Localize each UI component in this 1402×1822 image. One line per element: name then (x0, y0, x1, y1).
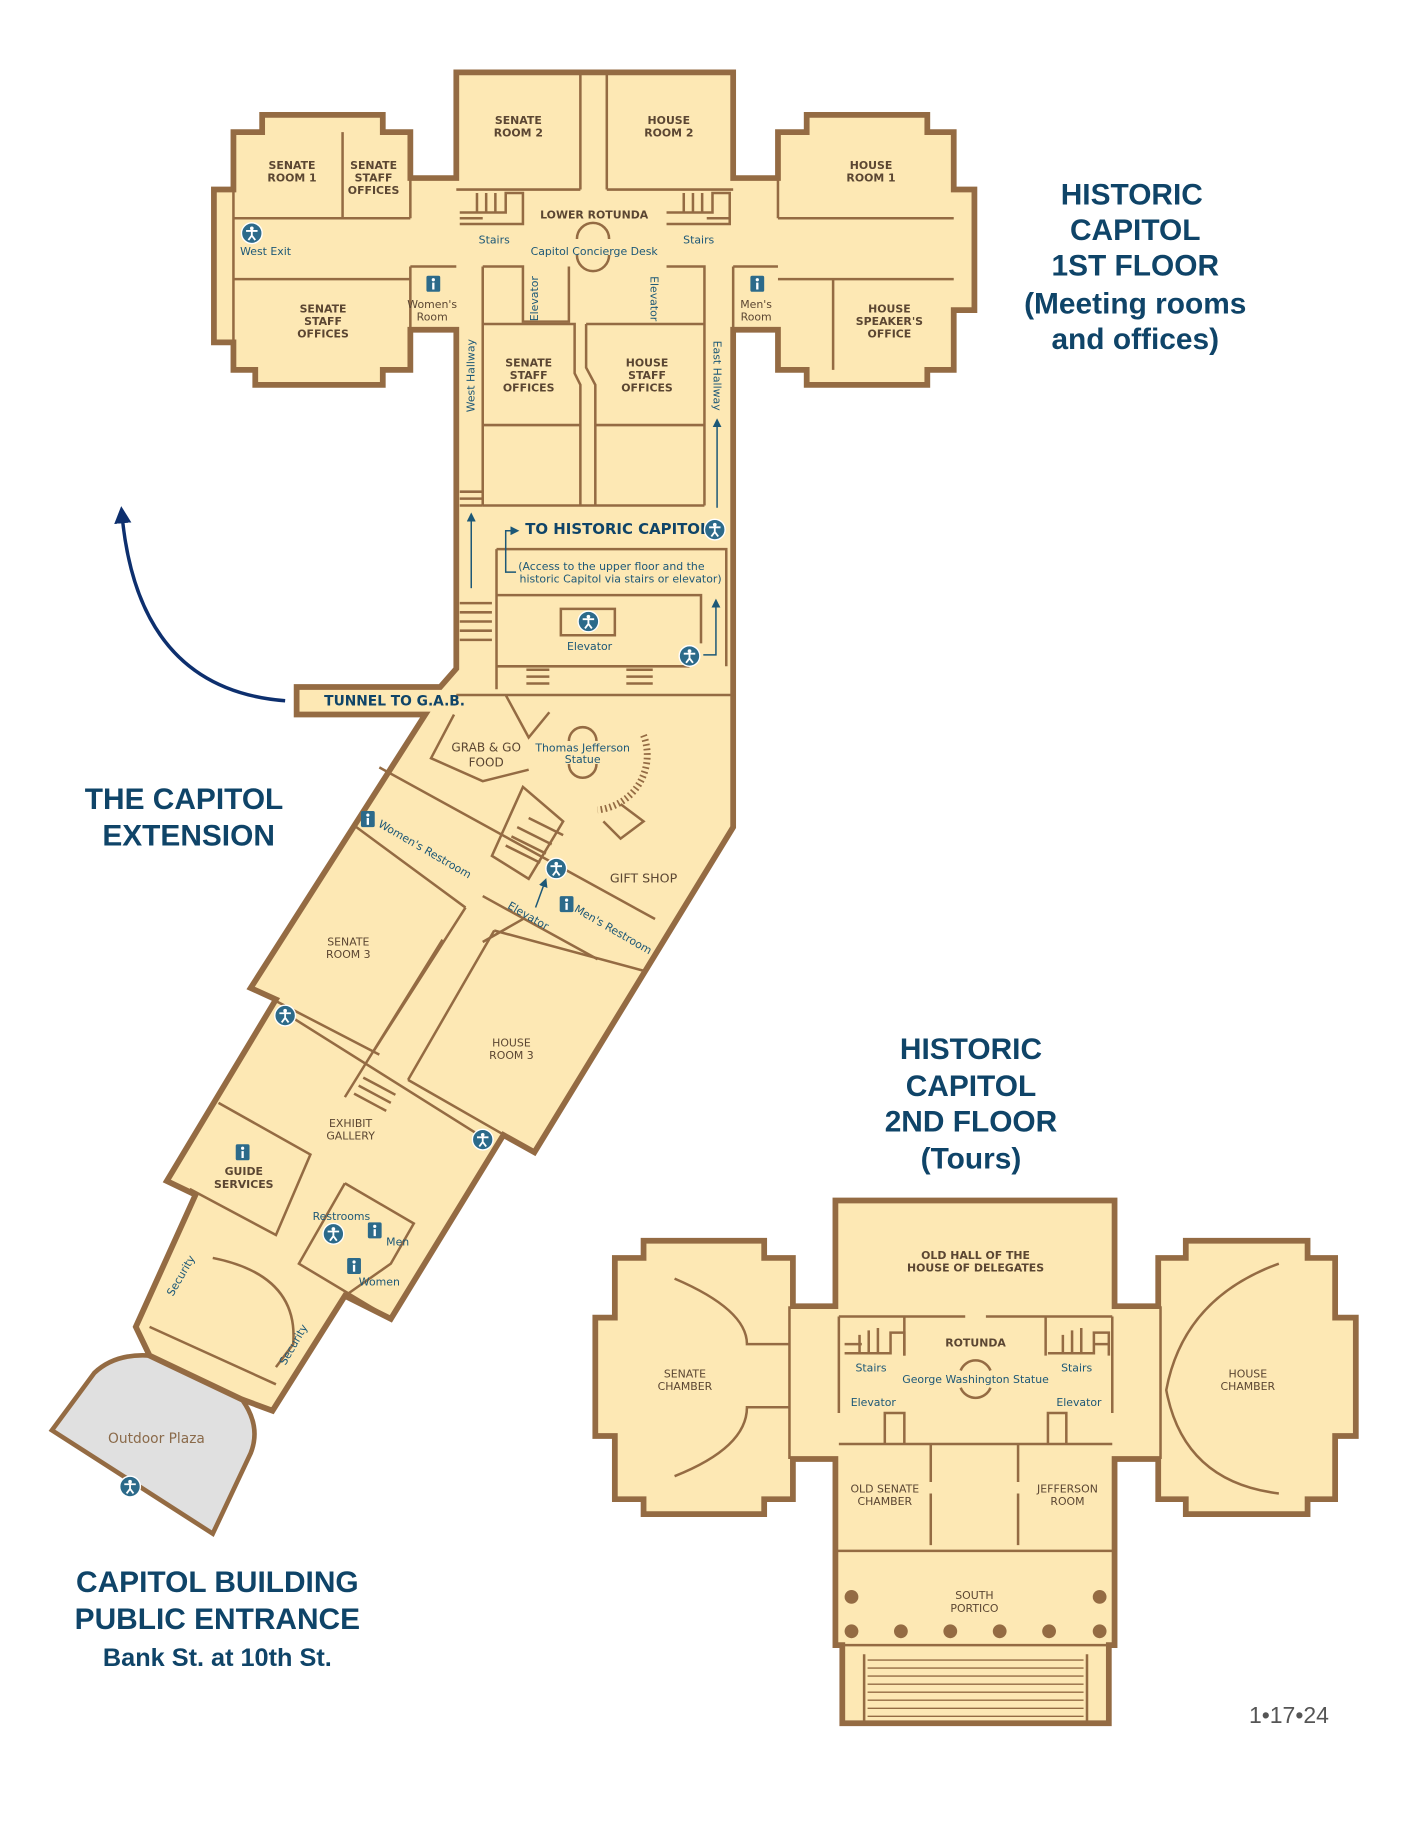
svg-text:(Tours): (Tours) (921, 1142, 1022, 1175)
floor1-title: HISTORIC CAPITOL 1ST FLOOR (Meeting room… (1024, 178, 1246, 356)
extension-title: THE CAPITOL EXTENSION (85, 783, 284, 853)
elevator-label: Elevator (528, 276, 541, 322)
east-hallway-label: East Hallway (711, 341, 724, 412)
restroom-icon (347, 1257, 361, 1275)
west-hallway-label: West Hallway (465, 338, 478, 412)
elevator-label: Elevator (647, 276, 660, 322)
direction-arrow (504, 526, 520, 573)
stairs-label: Stairs (855, 1362, 886, 1375)
outdoor-plaza-label: Outdoor Plaza (108, 1431, 205, 1447)
direction-arrow (534, 878, 548, 908)
stairs-label: Stairs (683, 234, 714, 247)
svg-text:CAPITOL: CAPITOL (906, 1070, 1037, 1103)
floor2-title: HISTORIC CAPITOL 2ND FLOOR (Tours) (885, 1033, 1058, 1175)
accessible-icon (471, 1128, 494, 1151)
svg-text:1ST FLOOR: 1ST FLOOR (1051, 250, 1219, 283)
concierge-desk (575, 221, 611, 273)
restroom-icon (559, 896, 574, 913)
accessible-icon (703, 518, 727, 541)
svg-text:Bank St. at 10th St.: Bank St. at 10th St. (103, 1644, 332, 1672)
svg-text:CAPITOL BUILDING: CAPITOL BUILDING (76, 1566, 359, 1599)
restrooms-label: Restrooms (313, 1210, 371, 1223)
svg-text:EXTENSION: EXTENSION (102, 820, 275, 853)
elevator-label: Elevator (567, 640, 613, 653)
lower-rotunda-label: LOWER ROTUNDA (540, 208, 649, 221)
to-historic-capitol-label: TO HISTORIC CAPITOL (525, 520, 710, 538)
concierge-desk-label: Capitol Concierge Desk (531, 245, 659, 258)
direction-arrow (703, 598, 721, 656)
svg-text:(Meeting rooms: (Meeting rooms (1024, 288, 1246, 321)
restroom-icon (367, 1222, 382, 1239)
svg-text:HISTORIC: HISTORIC (900, 1033, 1042, 1066)
elevator-label: Elevator (1056, 1396, 1102, 1409)
restroom-icon (750, 275, 765, 292)
women-label: Women (359, 1276, 400, 1289)
map-date: 1•17•24 (1249, 1702, 1329, 1728)
stairs-label: Stairs (479, 234, 510, 247)
west-exit-label: West Exit (240, 245, 292, 258)
tunnel-direction-arrow (114, 506, 286, 703)
first-floor-building (132, 69, 978, 1415)
first-floor-walls (149, 72, 954, 1386)
svg-text:PUBLIC ENTRANCE: PUBLIC ENTRANCE (75, 1603, 360, 1636)
elevator-accessible-icon (577, 610, 600, 633)
svg-text:and offices): and offices) (1051, 323, 1219, 356)
portico-columns (844, 1589, 1107, 1639)
men-label: Men (386, 1235, 409, 1248)
restroom-icon (426, 275, 441, 292)
entrance-title: CAPITOL BUILDING PUBLIC ENTRANCE Bank St… (75, 1566, 360, 1672)
accessible-icon (273, 1004, 297, 1027)
accessible-icon (544, 857, 568, 880)
restroom-icon (360, 811, 375, 828)
accessible-icon (240, 221, 264, 245)
gw-statue-label: George Washington Statue (902, 1373, 1049, 1386)
second-floor-building (592, 1197, 1359, 1727)
second-floor-walls (674, 1262, 1280, 1724)
svg-text:CAPITOL: CAPITOL (1070, 214, 1201, 247)
svg-text:2ND FLOOR: 2ND FLOOR (885, 1106, 1058, 1139)
rotunda-label: ROTUNDA (945, 1336, 1006, 1349)
tunnel-label[interactable]: TUNNEL TO G.A.B. (324, 693, 465, 709)
accessible-icon (322, 1222, 345, 1246)
stairs-icon (353, 191, 731, 1113)
svg-text:HISTORIC: HISTORIC (1061, 178, 1203, 211)
gift-shop-label: GIFT SHOP (610, 870, 678, 885)
elevator-label: Elevator (851, 1396, 897, 1409)
svg-text:THE CAPITOL: THE CAPITOL (85, 783, 284, 816)
accessible-entrance-icon (118, 1475, 142, 1498)
info-icon (235, 1144, 250, 1161)
stairs-label: Stairs (1061, 1362, 1092, 1375)
jefferson-statue-marker (567, 725, 598, 779)
accessible-icon (678, 644, 701, 668)
